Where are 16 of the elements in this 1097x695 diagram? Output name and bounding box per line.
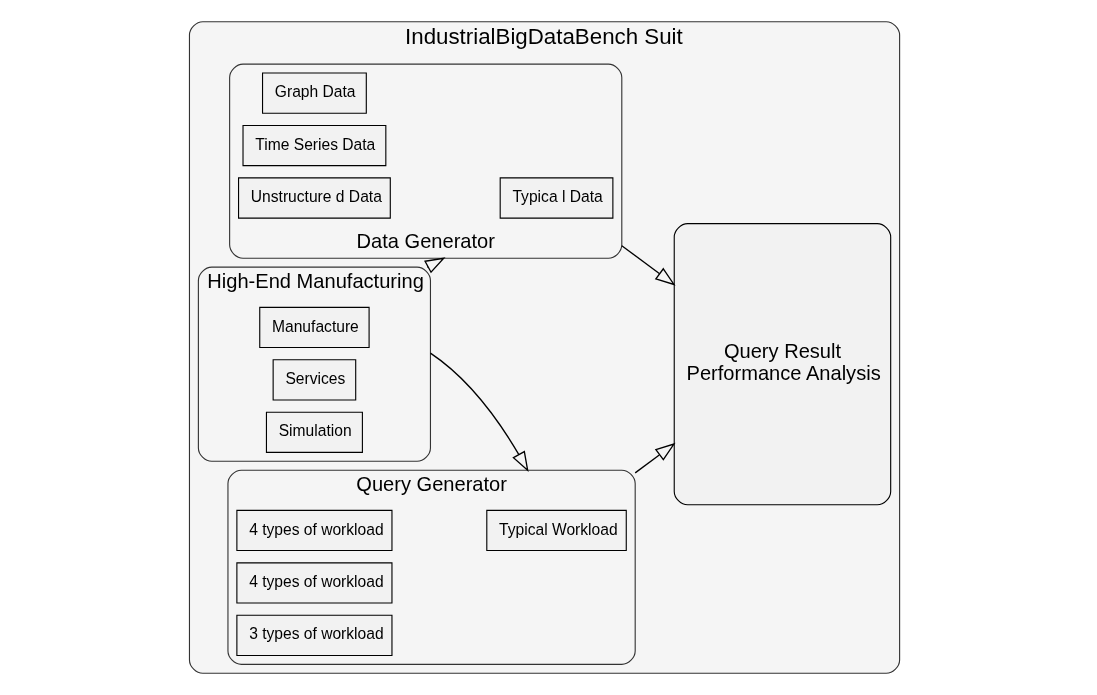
- node-box: Services: [272, 359, 356, 401]
- node-box: 4 types of workload: [235, 509, 392, 552]
- node-box: Simulation: [265, 411, 363, 453]
- arrow: [423, 257, 446, 274]
- node-box: Typical Workload: [485, 509, 627, 552]
- arrow: [634, 442, 676, 474]
- node-box: 4 types of workload: [235, 562, 392, 604]
- node-box: 3 types of workload: [235, 614, 392, 656]
- node-box: Query Result Performance Analysis: [673, 223, 891, 506]
- node-box: Unstructure d Data: [237, 177, 391, 219]
- arrow: [620, 245, 676, 286]
- arrow: [429, 352, 529, 472]
- node-box: Manufacture: [258, 306, 370, 349]
- node-box: Typica l Data: [499, 177, 613, 219]
- node-box: Graph Data: [261, 72, 367, 114]
- node-box: Time Series Data: [241, 124, 386, 167]
